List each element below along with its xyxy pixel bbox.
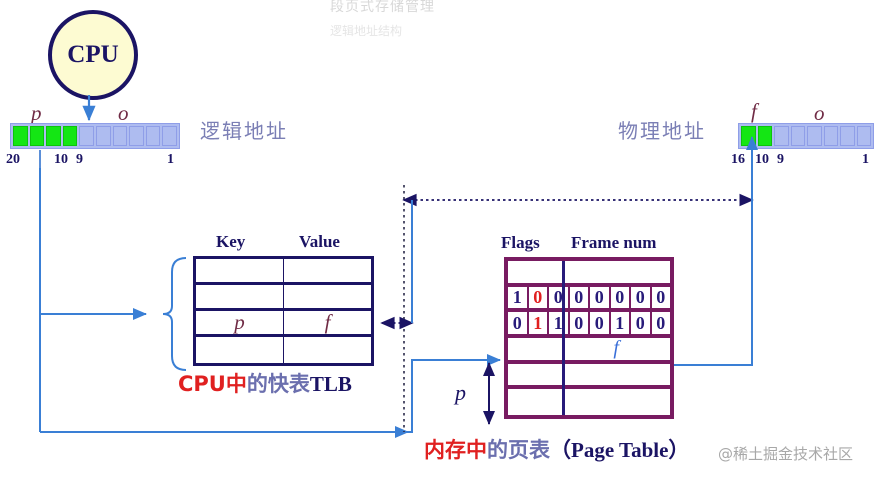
faint-subtitle-text: 逻辑地址结构 xyxy=(330,24,403,38)
logical-addr-cell xyxy=(62,126,78,146)
tlb-value-cell xyxy=(284,259,371,282)
table-row xyxy=(196,259,371,285)
table-row-flags: 1 0 0 0 0 0 0 0 xyxy=(508,286,670,313)
table-row xyxy=(196,285,371,311)
logical-page-field-label: p xyxy=(31,101,42,125)
physical-addr-cell xyxy=(823,126,838,146)
cpu-node: CPU xyxy=(48,10,138,100)
logical-addr-cell xyxy=(112,126,128,146)
bit-cell-highlighted: 1 xyxy=(528,312,549,334)
tlb-value-cell-f: f xyxy=(324,310,331,334)
tlb-table: p f xyxy=(193,256,374,366)
page-table-frame-cell: f xyxy=(562,337,670,360)
bit-cell: 0 xyxy=(610,286,631,309)
bit-cell: 0 xyxy=(590,286,611,309)
bit-cell: 0 xyxy=(549,286,570,309)
tlb-caption-red: CPU中 xyxy=(178,372,247,396)
table-row xyxy=(508,261,670,287)
physical-addr-cell xyxy=(790,126,805,146)
logical-address-caption: 逻辑地址 xyxy=(200,119,288,143)
physical-frame-field-label: f xyxy=(751,99,757,123)
bit-cell-group: 0 1 1 0 0 1 0 0 xyxy=(508,312,670,334)
physical-tick-1: 1 xyxy=(862,152,869,167)
bit-cell: 0 xyxy=(631,312,652,334)
table-row xyxy=(196,337,371,363)
logical-tick-10: 10 xyxy=(54,152,68,167)
physical-address-bar xyxy=(738,123,874,149)
logical-addr-cell xyxy=(95,126,111,146)
table-row xyxy=(508,364,670,390)
bit-cell: 0 xyxy=(569,286,590,309)
tlb-value-cell xyxy=(284,337,371,363)
physical-addr-cell xyxy=(741,126,756,146)
logical-addr-cell xyxy=(129,126,144,146)
bit-cell: 1 xyxy=(508,286,529,309)
logical-addr-cell xyxy=(29,126,45,146)
logical-tick-9: 9 xyxy=(76,152,83,167)
table-row xyxy=(508,389,670,415)
bit-cell: 1 xyxy=(549,312,570,334)
logical-address-bar xyxy=(10,123,180,149)
physical-addr-cell xyxy=(807,126,822,146)
logical-tick-20: 20 xyxy=(6,152,20,167)
physical-tick-10: 10 xyxy=(755,152,769,167)
physical-tick-16: 16 xyxy=(731,152,745,167)
bit-cell: 0 xyxy=(631,286,652,309)
bit-cell: 0 xyxy=(651,286,670,309)
tlb-caption: CPU中的快表TLB xyxy=(178,368,352,398)
table-row-flags: 0 1 1 0 0 1 0 0 xyxy=(508,312,670,338)
tlb-key-cell-p: p xyxy=(196,310,284,334)
cpu-label: CPU xyxy=(67,41,119,68)
physical-addr-cell xyxy=(757,126,772,146)
tlb-header-value: Value xyxy=(299,232,340,251)
logical-addr-cell xyxy=(46,126,61,146)
watermark-text: @稀土掘金技术社区 xyxy=(718,445,854,463)
table-row-matched: p f xyxy=(196,310,371,337)
logical-tick-1: 1 xyxy=(167,152,174,167)
page-table-header-frame-num: Frame num xyxy=(571,233,657,252)
page-table-caption-navy: （Page Table） xyxy=(550,438,690,462)
page-table-caption-blue: 的页表 xyxy=(487,438,550,462)
logical-addr-cell xyxy=(13,126,28,146)
tlb-caption-blue: 的快表 xyxy=(246,372,310,396)
physical-addr-cell xyxy=(840,126,855,146)
bit-cell-group: 1 0 0 0 0 0 0 0 xyxy=(508,286,670,309)
logical-addr-cell xyxy=(79,126,94,146)
page-table-header-flags: Flags xyxy=(501,233,540,252)
faint-title-text: 段页式存储管理 xyxy=(330,0,435,15)
physical-addr-cell xyxy=(856,126,871,146)
page-table-column-divider xyxy=(562,261,566,415)
bit-cell-highlighted: 0 xyxy=(528,286,549,309)
physical-address-caption: 物理地址 xyxy=(618,119,706,143)
page-table-flags-cell xyxy=(508,338,562,360)
bit-cell: 1 xyxy=(610,312,631,334)
physical-tick-9: 9 xyxy=(777,152,784,167)
tlb-value-cell xyxy=(284,285,371,308)
logical-offset-field-label: o xyxy=(118,101,129,125)
physical-addr-cell xyxy=(774,126,789,146)
bit-cell: 0 xyxy=(651,312,670,334)
logical-addr-cell xyxy=(145,126,161,146)
page-table-index-arrow xyxy=(408,354,501,433)
bit-cell: 0 xyxy=(569,312,590,334)
table-row-frame: f xyxy=(508,337,670,364)
logical-addr-cell xyxy=(162,126,177,146)
tlb-key-cell xyxy=(196,285,284,308)
page-table: 1 0 0 0 0 0 0 0 0 1 1 0 0 1 0 0 xyxy=(504,257,674,419)
bit-cell: 0 xyxy=(508,312,529,334)
tlb-key-cell xyxy=(196,259,284,282)
tlb-key-cell xyxy=(196,337,284,363)
page-table-frame-value: f xyxy=(613,337,619,360)
bit-cell: 0 xyxy=(590,312,611,334)
page-table-caption-red: 内存中 xyxy=(424,438,487,462)
tlb-header-key: Key xyxy=(216,232,246,251)
page-table-index-label: p xyxy=(455,380,466,405)
physical-offset-field-label: o xyxy=(814,101,825,125)
tlb-brace xyxy=(162,257,187,371)
tlb-caption-navy: TLB xyxy=(309,372,352,396)
page-table-caption: 内存中的页表（Page Table） xyxy=(424,434,689,464)
frame-num-output-path xyxy=(674,136,758,366)
